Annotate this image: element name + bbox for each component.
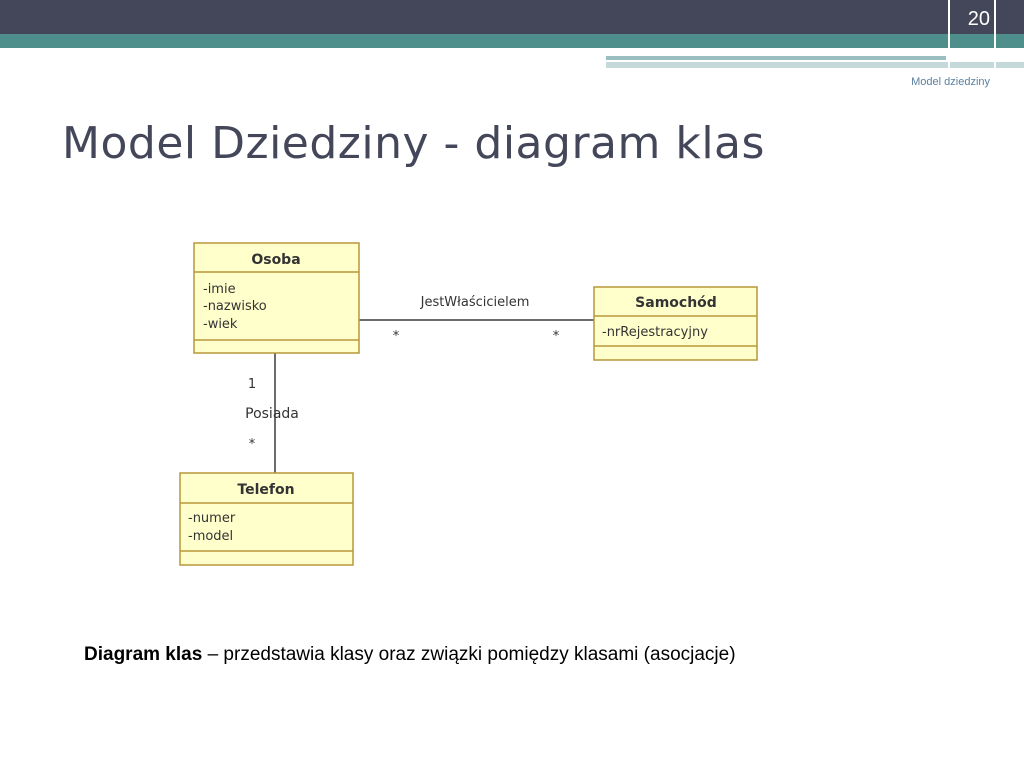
caption: Diagram klas – przedstawia klasy oraz zw…	[84, 640, 884, 670]
multiplicity-label: *	[553, 329, 560, 344]
header-divider	[994, 0, 996, 70]
header-accent-line-lower	[606, 62, 1024, 68]
header-bar	[0, 0, 1024, 34]
slide-title: Model Dziedziny - diagram klas	[62, 118, 765, 169]
class-box-osoba[interactable]: Osoba -imie -nazwisko -wiek	[193, 242, 360, 354]
class-name-samochod: Samochód	[635, 295, 717, 311]
header-teal-band	[0, 34, 1024, 48]
header-accent-line	[606, 56, 946, 60]
class-name-telefon: Telefon	[237, 482, 294, 498]
multiplicity-label: 1	[248, 377, 256, 392]
class-name-osoba: Osoba	[251, 252, 300, 268]
multiplicity-label: *	[393, 329, 400, 344]
class-attribute: -numer	[188, 511, 236, 526]
class-box-samochod[interactable]: Samochód -nrRejestracyjny	[593, 286, 758, 361]
slide-number: 20	[967, 8, 990, 30]
class-attribute: -model	[188, 529, 233, 544]
class-box-telefon[interactable]: Telefon -numer -model	[179, 472, 354, 566]
caption-term: Diagram klas	[84, 644, 203, 665]
caption-text: – przedstawia klasy oraz związki pomiędz…	[202, 644, 736, 665]
class-attribute: -nazwisko	[203, 299, 267, 314]
multiplicity-label: *	[249, 437, 256, 452]
association-name-posiada: Posiada	[245, 406, 299, 422]
header-divider	[948, 0, 950, 70]
class-attribute: -nrRejestracyjny	[602, 325, 708, 340]
class-attribute: -imie	[203, 282, 236, 297]
class-attribute: -wiek	[203, 317, 238, 332]
section-label: Model dziedziny	[911, 76, 990, 88]
association-name-jestwlascicielem: JestWłaścicielem	[420, 295, 530, 310]
